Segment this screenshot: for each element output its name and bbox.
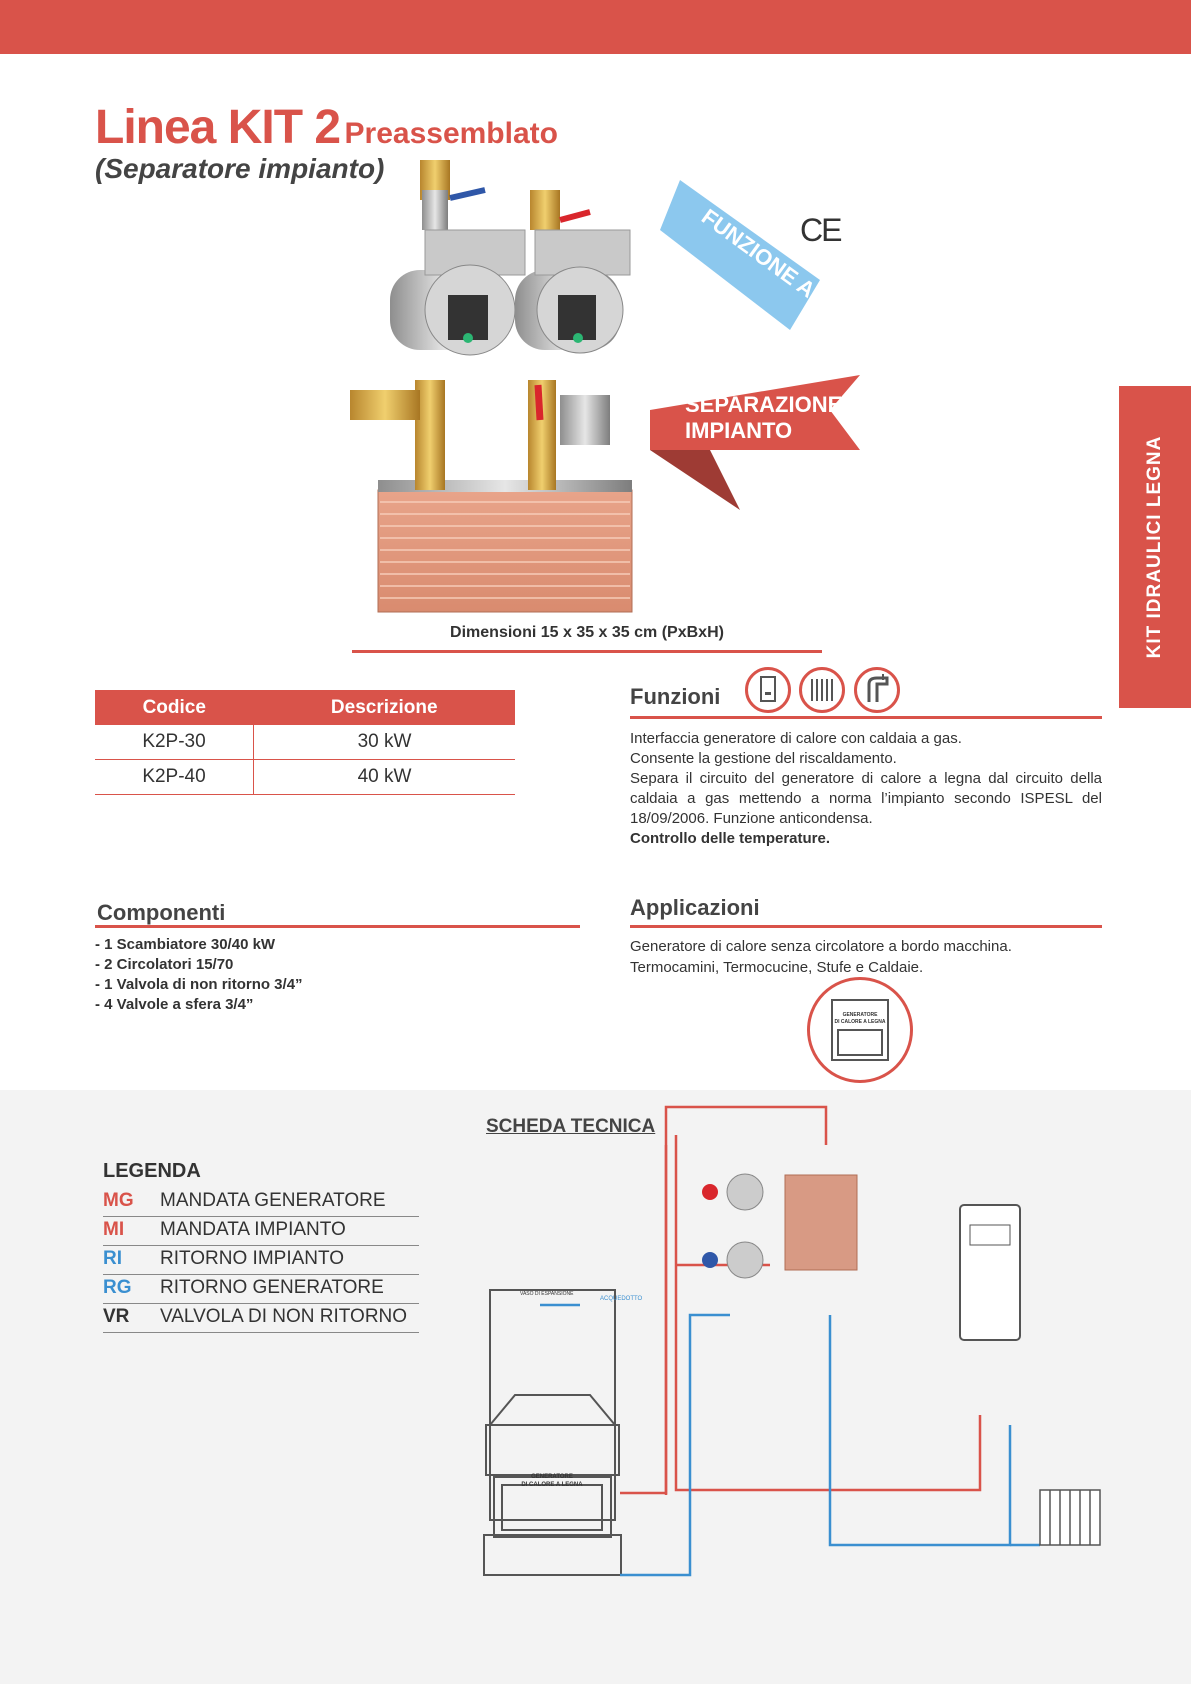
funzioni-line: Consente la gestione del riscaldamento. bbox=[630, 750, 897, 767]
separazione-line1: SEPARAZIONE bbox=[685, 392, 842, 417]
generator-label1: GENERATORE bbox=[531, 1474, 573, 1480]
applicazioni-heading: Applicazioni bbox=[630, 895, 760, 920]
scheda-heading: SCHEDA TECNICA bbox=[486, 1116, 656, 1137]
dimensions-divider bbox=[352, 650, 822, 653]
legend-desc: RITORNO IMPIANTO bbox=[160, 1248, 345, 1269]
list-item: - 4 Valvole a sfera 3/4” bbox=[95, 996, 254, 1013]
codes-header-code: Codice bbox=[95, 690, 254, 725]
applicazioni-line: Generatore di calore senza circolatore a… bbox=[630, 938, 1012, 955]
acquedotto-label: ACQUEDOTTO bbox=[600, 1296, 643, 1302]
funzioni-line: Interfaccia generatore di calore con cal… bbox=[630, 730, 962, 747]
desc-cell: 30 kW bbox=[253, 725, 515, 760]
separazione-badge: SEPARAZIONE IMPIANTO bbox=[650, 375, 860, 510]
componenti-heading: Componenti bbox=[97, 900, 226, 925]
desc-cell: 40 kW bbox=[253, 759, 515, 795]
list-item: - 1 Valvola di non ritorno 3/4” bbox=[95, 976, 303, 993]
side-tab: KIT IDRAULICI LEGNA bbox=[1119, 386, 1191, 708]
hydraulic-diagram: GENERATORE DI CALORE A LEGNA VASO DI ESP… bbox=[483, 1105, 1101, 1577]
legend-desc: MANDATA IMPIANTO bbox=[160, 1219, 346, 1240]
top-banner bbox=[0, 0, 1191, 54]
applicazioni-text: Generatore di calore senza circolatore a… bbox=[630, 936, 1012, 978]
codes-header-desc: Descrizione bbox=[253, 690, 515, 725]
funzioni-text: Interfaccia generatore di calore con cal… bbox=[630, 729, 1102, 849]
applicazioni-divider bbox=[630, 925, 1102, 928]
technical-section bbox=[0, 1090, 1191, 1684]
applicazioni-line: Termocamini, Termocucine, Stufe e Caldai… bbox=[630, 959, 924, 976]
legend-code: MI bbox=[103, 1219, 125, 1240]
legend-row: VR VALVOLA DI NON RITORNO bbox=[103, 1304, 419, 1333]
product-image bbox=[350, 160, 633, 613]
funzioni-divider bbox=[630, 716, 1102, 719]
radiator-icon bbox=[799, 667, 846, 713]
legend-code: RI bbox=[103, 1248, 122, 1269]
codes-table: Codice Descrizione K2P-30 30 kW K2P-40 4… bbox=[95, 690, 515, 795]
separazione-line2: IMPIANTO bbox=[685, 418, 792, 443]
generator-label2: DI CALORE A LEGNA bbox=[521, 1482, 583, 1488]
componenti-list: - 1 Scambiatore 30/40 kW - 2 Circolatori… bbox=[95, 935, 303, 1015]
legend-row: MG MANDATA GENERATORE bbox=[103, 1188, 419, 1217]
legenda-title: LEGENDA bbox=[103, 1160, 201, 1182]
title-main: Linea KIT 2 bbox=[95, 101, 341, 154]
funzioni-icons bbox=[745, 667, 904, 713]
funzioni-heading: Funzioni bbox=[630, 684, 721, 709]
list-item: - 1 Scambiatore 30/40 kW bbox=[95, 936, 276, 953]
product-dimensions: Dimensioni 15 x 35 x 35 cm (PxBxH) bbox=[450, 624, 724, 641]
legend-code: VR bbox=[103, 1306, 130, 1327]
stove-icon: GENERATORE DI CALORE A LEGNA bbox=[807, 977, 913, 1083]
ce-mark: CE bbox=[800, 212, 842, 248]
stove-icon-label1: GENERATORE bbox=[843, 1012, 878, 1018]
legend-row: RI RITORNO IMPIANTO bbox=[103, 1246, 419, 1275]
table-row: K2P-40 40 kW bbox=[95, 759, 515, 795]
funzioni-line: Controllo delle temperature. bbox=[630, 830, 831, 847]
table-row: K2P-30 30 kW bbox=[95, 725, 515, 760]
code-cell: K2P-40 bbox=[95, 759, 255, 795]
stove-icon-label2: DI CALORE A LEGNA bbox=[834, 1019, 885, 1025]
tap-icon bbox=[853, 667, 900, 713]
legend-desc: VALVOLA DI NON RITORNO bbox=[160, 1306, 408, 1327]
side-tab-label: KIT IDRAULICI LEGNA bbox=[1144, 435, 1165, 659]
legend-row: RG RITORNO GENERATORE bbox=[103, 1275, 419, 1304]
wood-generator: GENERATORE DI CALORE A LEGNA VASO DI ESP… bbox=[483, 1289, 643, 1576]
boiler-icon bbox=[745, 667, 791, 713]
legend-code: MG bbox=[103, 1190, 134, 1211]
vaso-label: VASO DI ESPANSIONE bbox=[520, 1291, 574, 1297]
legend-code: RG bbox=[103, 1277, 132, 1298]
code-cell: K2P-30 bbox=[95, 725, 255, 760]
funzioni-line: Separa il circuito del generatore di cal… bbox=[630, 770, 1102, 827]
title-suffix: Preassemblato bbox=[344, 117, 558, 150]
legend-desc: RITORNO GENERATORE bbox=[160, 1277, 384, 1298]
anticondensa-badge: FUNZIONE ANTICONDENSA bbox=[660, 180, 820, 330]
legend-desc: MANDATA GENERATORE bbox=[160, 1190, 386, 1211]
componenti-divider bbox=[95, 925, 580, 928]
list-item: - 2 Circolatori 15/70 bbox=[95, 956, 234, 973]
legend-row: MI MANDATA IMPIANTO bbox=[103, 1217, 419, 1246]
page-title: Linea KIT 2 Preassemblato bbox=[95, 100, 558, 155]
page-subtitle: (Separatore impianto) bbox=[95, 153, 385, 184]
